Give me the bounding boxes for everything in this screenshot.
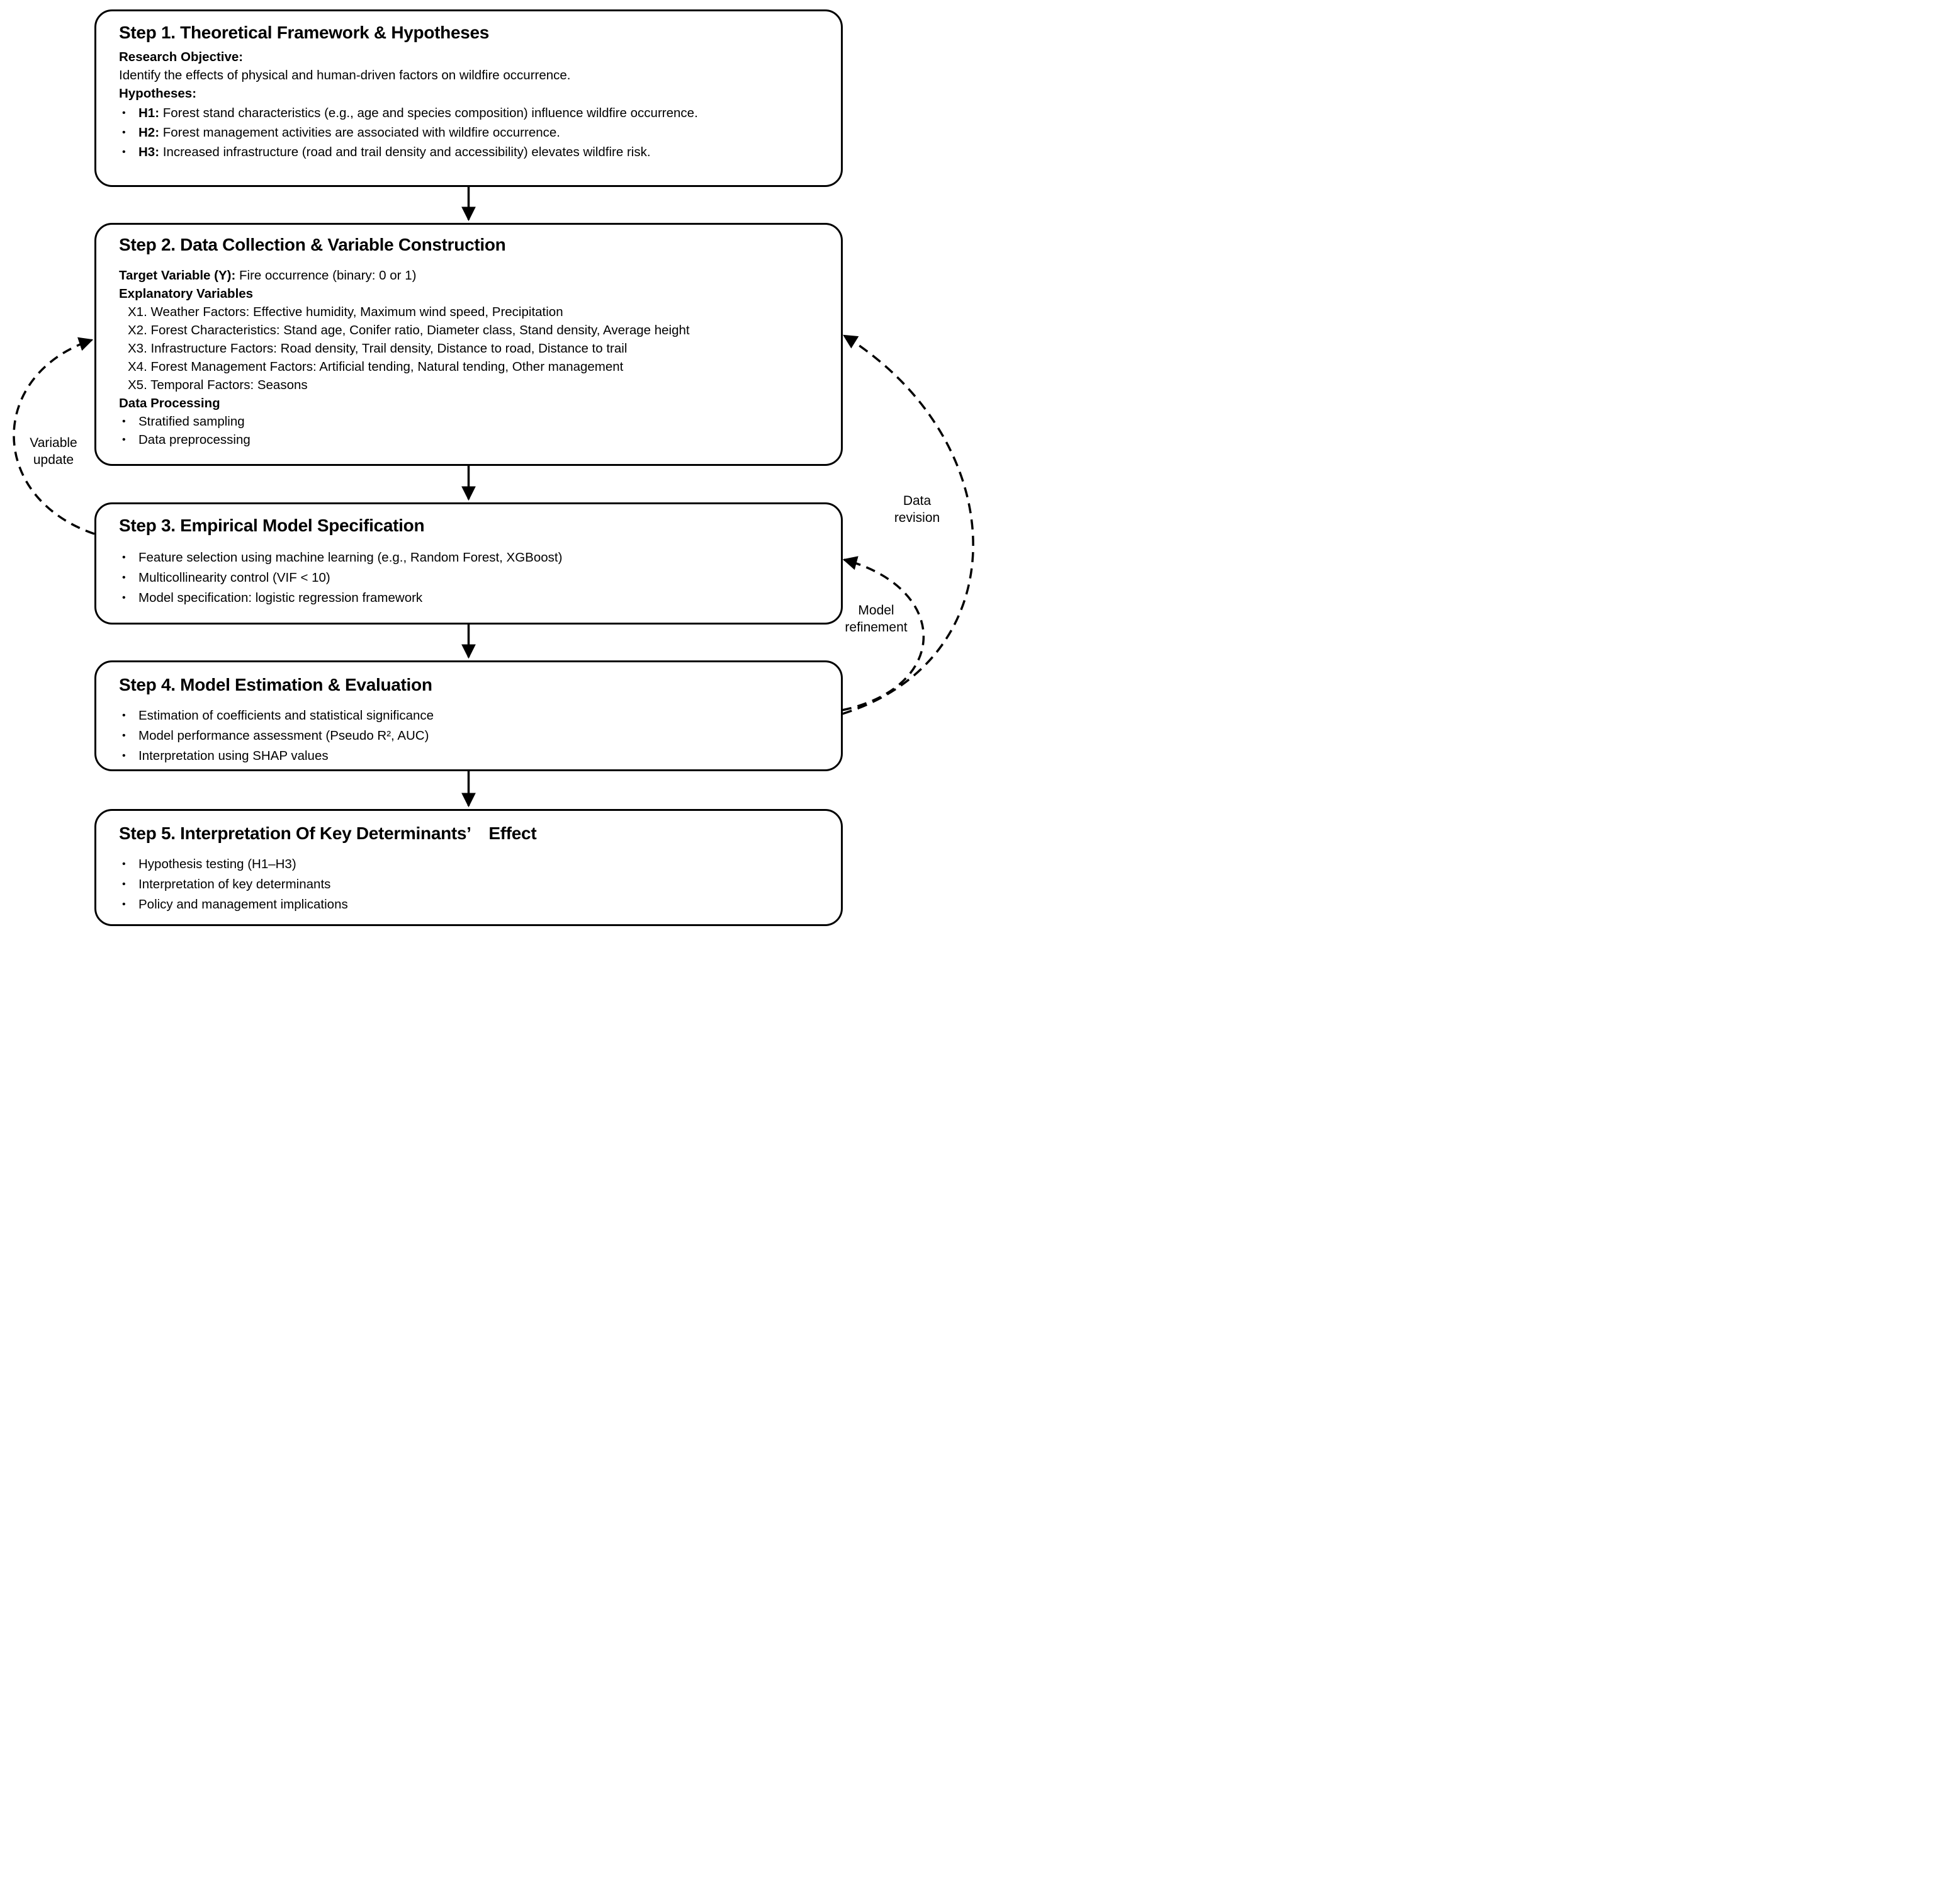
bullet-icon: • (122, 879, 126, 890)
explanatory-item: X1. Weather Factors: Effective humidity,… (128, 305, 563, 319)
step4-item: • Estimation of coefficients and statist… (119, 706, 825, 725)
data-revision-label: Data revision (894, 494, 940, 525)
model-refinement-label: Model refinement (845, 603, 908, 635)
data-processing-label: Data Processing (119, 396, 220, 410)
variable-update-label: Variable update (30, 436, 77, 467)
hypotheses-label: Hypotheses: (119, 86, 197, 101)
target-variable-line: Target Variable (Y): Fire occurrence (bi… (119, 268, 417, 283)
step4-title: Step 4. Model Estimation & Evaluation (119, 675, 432, 694)
step5-item: • Interpretation of key determinants (119, 875, 825, 893)
bullet-icon: • (122, 108, 126, 118)
step1-box: Step 1. Theoretical Framework & Hypothes… (94, 9, 843, 187)
step5-item: • Policy and management implications (119, 895, 825, 914)
bullet-icon: • (122, 750, 126, 761)
explanatory-item: X4. Forest Management Factors: Artificia… (128, 359, 624, 374)
step5-box: Step 5. Interpretation Of Key Determinan… (94, 809, 843, 926)
hypothesis-item: • H3: Increased infrastructure (road and… (119, 143, 825, 161)
step3-item: • Multicollinearity control (VIF < 10) (119, 568, 825, 587)
bullet-icon: • (122, 710, 126, 721)
bullet-icon: • (122, 730, 126, 741)
step4-item: • Model performance assessment (Pseudo R… (119, 727, 825, 745)
research-objective-text: Identify the effects of physical and hum… (119, 68, 571, 82)
step3-title: Step 3. Empirical Model Specification (119, 516, 425, 535)
step1-title: Step 1. Theoretical Framework & Hypothes… (119, 23, 490, 42)
bullet-icon: • (122, 416, 126, 427)
model-refinement-arrow (842, 556, 925, 711)
bullet-icon: • (122, 859, 126, 869)
step3-item: • Feature selection using machine learni… (119, 548, 825, 567)
bullet-icon: • (122, 147, 126, 157)
step2-title: Step 2. Data Collection & Variable Const… (119, 235, 506, 254)
bullet-icon: • (122, 899, 126, 910)
explanatory-item: X3. Infrastructure Factors: Road density… (128, 341, 628, 356)
bullet-icon: • (122, 592, 126, 603)
explanatory-variables-label: Explanatory Variables (119, 286, 254, 301)
step4-item: • Interpretation using SHAP values (119, 747, 825, 765)
bullet-icon: • (122, 572, 126, 583)
data-revision-arrow (842, 334, 974, 715)
bullet-icon: • (122, 434, 126, 445)
connectors-layer (13, 187, 974, 808)
hypothesis-item: • H1: Forest stand characteristics (e.g.… (119, 104, 825, 122)
research-objective-label: Research Objective: (119, 50, 244, 64)
bullet-icon: • (122, 552, 126, 563)
data-processing-item: • Stratified sampling (119, 412, 825, 431)
step5-item: • Hypothesis testing (H1–H3) (119, 855, 825, 873)
data-processing-item: • Data preprocessing (119, 431, 825, 449)
step3-item: • Model specification: logistic regressi… (119, 589, 825, 607)
bullet-icon: • (122, 127, 126, 138)
step2-box: Step 2. Data Collection & Variable Const… (94, 223, 843, 466)
step5-title: Step 5. Interpretation Of Key Determinan… (119, 823, 537, 843)
variable-update-arrow (13, 337, 95, 535)
hypothesis-item: • H2: Forest management activities are a… (119, 123, 825, 142)
step3-box: Step 3. Empirical Model Specification • … (94, 502, 843, 625)
explanatory-item: X2. Forest Characteristics: Stand age, C… (128, 323, 690, 337)
explanatory-item: X5. Temporal Factors: Seasons (128, 378, 308, 392)
step4-box: Step 4. Model Estimation & Evaluation • … (94, 660, 843, 771)
flowchart-canvas: Step 1. Theoretical Framework & Hypothes… (0, 0, 980, 939)
